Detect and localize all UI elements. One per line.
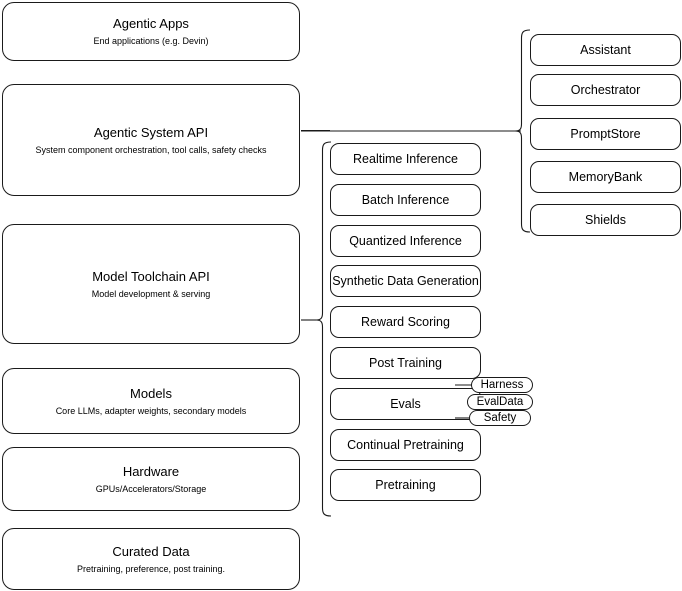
badge-label: Harness (480, 378, 524, 391)
layer-subtitle: GPUs/Accelerators/Storage (95, 483, 207, 494)
capability-label: Quantized Inference (349, 234, 462, 248)
layer-models[interactable]: Models Core LLMs, adapter weights, secon… (2, 368, 300, 434)
capability-label: Continual Pretraining (347, 438, 464, 452)
layer-title: Model Toolchain API (92, 268, 210, 284)
capability-label: Realtime Inference (353, 152, 458, 166)
component-assistant[interactable]: Assistant (530, 34, 681, 66)
capability-post-training[interactable]: Post Training (330, 347, 481, 379)
capability-label: Reward Scoring (361, 315, 450, 329)
component-label: MemoryBank (568, 170, 643, 184)
badge-safety[interactable]: Safety (469, 410, 531, 426)
capability-synthetic-data-generation[interactable]: Synthetic Data Generation (330, 265, 481, 297)
component-label: Orchestrator (570, 83, 641, 97)
capability-evals[interactable]: Evals (330, 388, 481, 420)
layer-hardware[interactable]: Hardware GPUs/Accelerators/Storage (2, 447, 300, 511)
component-promptstore[interactable]: PromptStore (530, 118, 681, 150)
component-label: PromptStore (570, 127, 641, 141)
brace-toolchain-capabilities (315, 141, 332, 517)
component-label: Shields (585, 213, 626, 227)
capability-label: Batch Inference (361, 193, 450, 207)
capability-batch-inference[interactable]: Batch Inference (330, 184, 481, 216)
badge-evaldata[interactable]: EvalData (467, 394, 533, 410)
badge-label: EvalData (476, 395, 524, 408)
layer-title: Hardware (122, 463, 180, 479)
capability-quantized-inference[interactable]: Quantized Inference (330, 225, 481, 257)
capability-reward-scoring[interactable]: Reward Scoring (330, 306, 481, 338)
layer-subtitle: Pretraining, preference, post training. (76, 563, 226, 574)
layer-subtitle: Core LLMs, adapter weights, secondary mo… (55, 405, 247, 416)
layer-title: Models (130, 385, 172, 401)
capability-continual-pretraining[interactable]: Continual Pretraining (330, 429, 481, 461)
capability-label: Pretraining (375, 478, 436, 492)
capability-label: Evals (390, 397, 421, 411)
brace-system-components (514, 29, 531, 233)
component-memorybank[interactable]: MemoryBank (530, 161, 681, 193)
capability-pretraining[interactable]: Pretraining (330, 469, 481, 501)
layer-subtitle: Model development & serving (91, 288, 211, 299)
layer-subtitle: System component orchestration, tool cal… (35, 144, 267, 155)
badge-harness[interactable]: Harness (471, 377, 533, 393)
capability-label: Post Training (369, 356, 442, 370)
capability-realtime-inference[interactable]: Realtime Inference (330, 143, 481, 175)
layer-agentic-system-api[interactable]: Agentic System API System component orch… (2, 84, 300, 196)
capability-label: Synthetic Data Generation (332, 274, 479, 288)
layer-title: Agentic Apps (113, 16, 189, 31)
component-orchestrator[interactable]: Orchestrator (530, 74, 681, 106)
layer-model-toolchain-api[interactable]: Model Toolchain API Model development & … (2, 224, 300, 344)
badge-label: Safety (483, 411, 517, 424)
layer-curated-data[interactable]: Curated Data Pretraining, preference, po… (2, 528, 300, 590)
layer-title: Agentic System API (93, 124, 209, 140)
component-label: Assistant (580, 43, 631, 57)
layer-title: Curated Data (112, 543, 190, 559)
layer-subtitle: End applications (e.g. Devin) (93, 36, 209, 46)
layer-agentic-apps[interactable]: Agentic Apps End applications (e.g. Devi… (2, 2, 300, 61)
component-shields[interactable]: Shields (530, 204, 681, 236)
